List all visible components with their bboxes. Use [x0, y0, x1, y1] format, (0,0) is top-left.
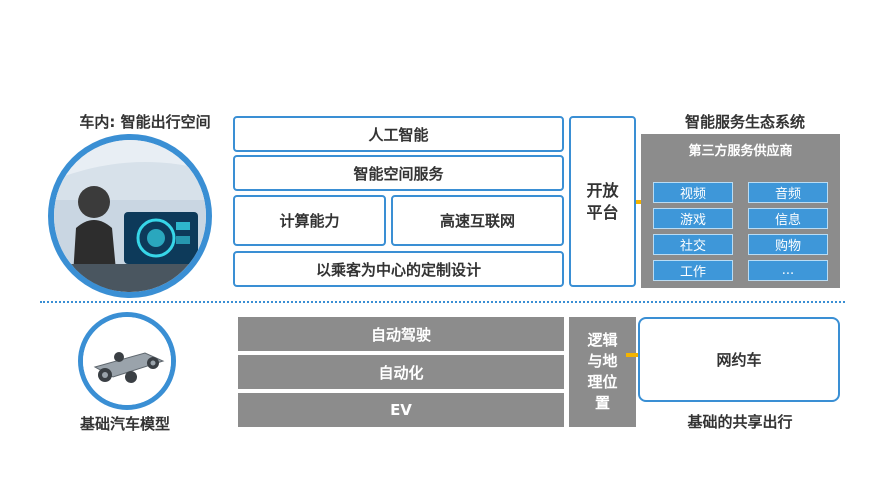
logic-geo-location-label: 逻辑 与地 理位 置: [587, 331, 618, 412]
automation-box: 自动化: [238, 355, 564, 389]
ecosystem-header: 第三方服务供应商: [688, 144, 793, 159]
chip-social: 社交: [653, 234, 733, 255]
open-platform-label: 开放 平台: [586, 180, 619, 222]
computing-power-label: 计算能力: [279, 212, 340, 230]
ev-box: EV: [238, 393, 564, 427]
base-car-title: 基础汽车模型: [79, 415, 170, 433]
open-platform-box: 开放 平台: [569, 116, 636, 287]
ecosystem-title: 智能服务生态系统: [684, 113, 805, 131]
ai-label: 人工智能: [368, 125, 429, 144]
chip-audio: 音频: [748, 182, 828, 203]
ai-box: 人工智能: [233, 116, 564, 152]
autonomous-driving-label: 自动驾驶: [370, 325, 431, 344]
passenger-centric-design-box: 以乘客为中心的定制设计: [233, 251, 564, 287]
high-speed-internet-label: 高速互联网: [439, 212, 515, 230]
ev-label: EV: [390, 401, 412, 419]
chip-work: 工作: [653, 260, 733, 281]
chip-game: 游戏: [653, 208, 733, 229]
shared-mobility-title: 基础的共享出行: [687, 413, 793, 431]
chip-more: ...: [748, 260, 828, 281]
logic-geo-location-box: 逻辑 与地 理位 置: [569, 317, 636, 427]
smart-space-service-label: 智能空间服务: [353, 164, 444, 183]
in-car-illustration: [54, 140, 206, 292]
chip-shopping: 购物: [748, 234, 828, 255]
automation-label: 自动化: [378, 363, 424, 382]
computing-power-box: 计算能力: [233, 195, 386, 246]
passenger-centric-design-label: 以乘客为中心的定制设计: [315, 260, 481, 279]
chip-info: 信息: [748, 208, 828, 229]
car-chassis-illustration: [83, 317, 171, 405]
in-car-photo: [48, 134, 212, 298]
smart-space-service-box: 智能空间服务: [233, 155, 564, 191]
autonomous-driving-box: 自动驾驶: [238, 317, 564, 351]
ride-hailing-label: 网约车: [716, 351, 762, 369]
in-car-title: 车内: 智能出行空间: [79, 113, 211, 131]
base-car-photo: [78, 312, 176, 410]
ride-hailing-box: 网约车: [638, 317, 840, 402]
section-divider: [40, 301, 845, 303]
high-speed-internet-box: 高速互联网: [391, 195, 564, 246]
chip-video: 视频: [653, 182, 733, 203]
